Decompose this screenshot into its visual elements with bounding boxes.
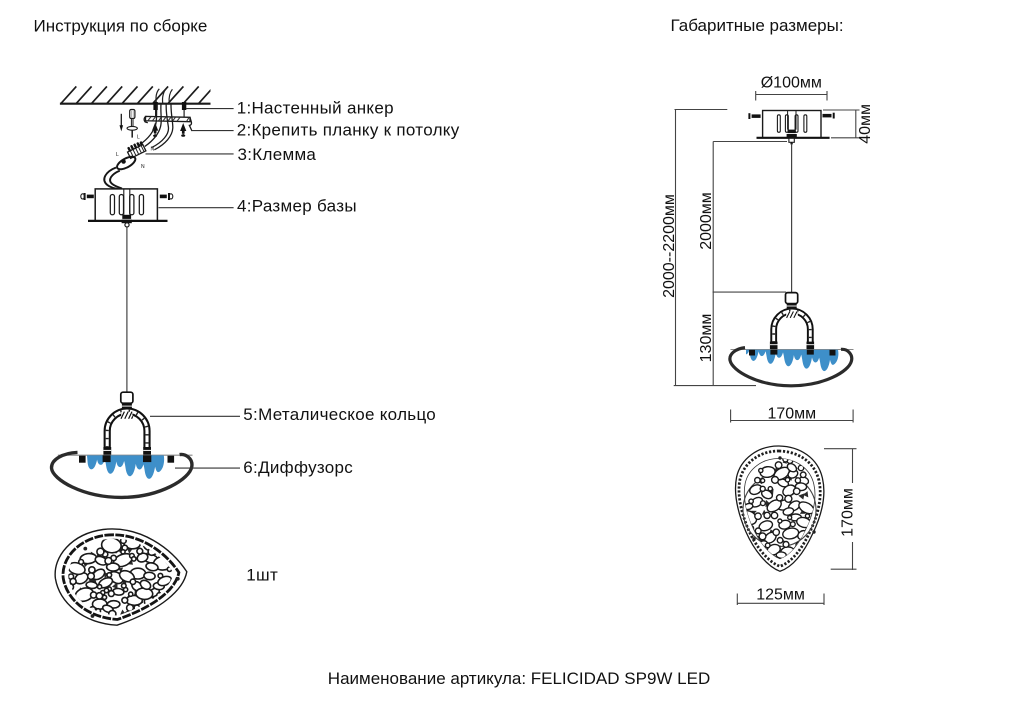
svg-text:2:Крепить планку к потолку: 2:Крепить планку к потолку	[237, 120, 460, 139]
svg-text:4:Размер базы: 4:Размер базы	[237, 197, 357, 216]
svg-text:Ø100мм: Ø100мм	[761, 75, 822, 92]
svg-text:5:Металическое кольцо: 5:Металическое кольцо	[243, 405, 436, 424]
svg-text:2000мм: 2000мм	[698, 192, 715, 250]
svg-text:N: N	[141, 164, 145, 170]
svg-text:130мм: 130мм	[698, 314, 715, 363]
svg-text:170мм: 170мм	[767, 405, 816, 422]
svg-text:Габаритные размеры:: Габаритные размеры:	[671, 16, 844, 35]
svg-text:125мм: 125мм	[756, 587, 805, 604]
svg-text:1шт: 1шт	[246, 566, 278, 585]
svg-text:2000--2200мм: 2000--2200мм	[661, 194, 678, 298]
svg-text:Наименование артикула: FELICID: Наименование артикула: FELICIDAD SP9W LE…	[328, 669, 710, 688]
svg-text:170мм: 170мм	[839, 488, 856, 537]
svg-text:L: L	[137, 135, 140, 141]
svg-text:1:Настенный анкер: 1:Настенный анкер	[237, 99, 394, 118]
svg-text:40мм: 40мм	[857, 104, 874, 144]
svg-text:Инструкция по сборке: Инструкция по сборке	[34, 17, 208, 36]
svg-text:6:Диффузорс: 6:Диффузорс	[243, 458, 353, 477]
svg-text:L: L	[116, 152, 119, 158]
svg-text:3:Клемма: 3:Клемма	[238, 145, 317, 164]
svg-text:N: N	[151, 147, 155, 153]
